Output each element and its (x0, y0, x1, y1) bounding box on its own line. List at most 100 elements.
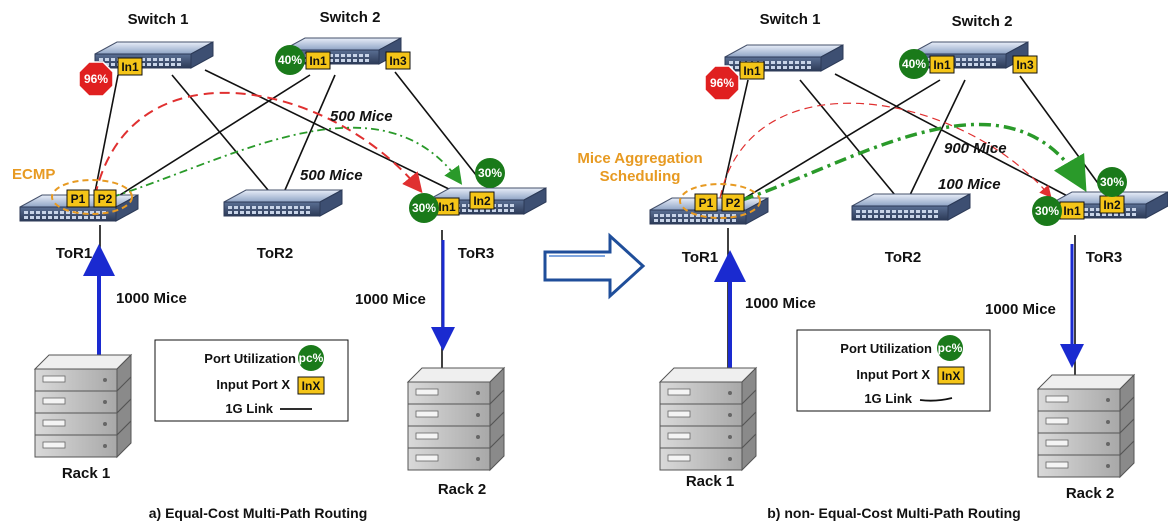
mice-top-label-b: 900 Mice (944, 140, 1007, 157)
diagram-a: ECMP In1 In1 In3 P1 P2 In1 In2 96% 40% 3… (12, 9, 547, 521)
legend-b: Port Utilization pc% Input Port X InX 1G… (796, 329, 991, 412)
rack-1-label-b: Rack 1 (686, 473, 734, 490)
svg-text:In3: In3 (389, 54, 407, 68)
svg-text:30%: 30% (478, 166, 502, 180)
port-tor1-p1: P1 (66, 189, 90, 208)
mice-in-label-b: 1000 Mice (745, 295, 816, 312)
rack-1 (34, 354, 132, 458)
transition-arrow (543, 232, 646, 300)
svg-text:In1: In1 (309, 54, 327, 68)
legend-util-label-b: Port Utilization (840, 341, 932, 356)
svg-text:30%: 30% (1035, 204, 1059, 218)
legend-port-swatch-b (937, 366, 965, 385)
util-s2-badge: 40% (275, 45, 305, 75)
link-s1-tor1 (94, 74, 119, 193)
rack-2-label: Rack 2 (438, 481, 486, 498)
port-tor3-in1: In1 (434, 197, 460, 216)
switch-1-label: Switch 1 (128, 11, 189, 28)
flow-red-a (94, 91, 423, 197)
svg-text:In1: In1 (121, 60, 139, 74)
legend-util-swatch-b (937, 335, 963, 361)
port-tor1-p2-b: P2 (721, 193, 745, 212)
caption-b: b) non- Equal-Cost Multi-Path Routing (767, 505, 1021, 521)
svg-text:96%: 96% (84, 72, 108, 86)
tor3-label: ToR3 (458, 245, 494, 262)
util-tor3-in2-badge: 30% (475, 158, 505, 188)
svg-text:30%: 30% (1100, 175, 1124, 189)
port-tor3-in1-b: In1 (1059, 201, 1085, 220)
legend-link-label-b: 1G Link (864, 391, 912, 406)
svg-text:In2: In2 (1103, 198, 1121, 212)
link-s2-tor1 (119, 74, 311, 196)
mice-in-label: 1000 Mice (116, 290, 187, 307)
link-s1-tor3-b (834, 73, 1076, 201)
svg-text:In1: In1 (933, 58, 951, 72)
tor2-label: ToR2 (257, 245, 293, 262)
svg-text:P1: P1 (699, 196, 714, 210)
rack-1-b (659, 367, 757, 471)
svg-text:InX: InX (942, 369, 961, 383)
legend-link-swatch-b (919, 397, 953, 402)
svg-text:P2: P2 (98, 192, 113, 206)
legend-port-swatch (297, 376, 325, 395)
rack-2 (407, 367, 505, 471)
sched-label-line2: Scheduling (600, 168, 681, 185)
svg-text:40%: 40% (902, 57, 926, 71)
links-b (721, 73, 1101, 388)
switch-2-label: Switch 2 (320, 9, 381, 26)
tor1-label: ToR1 (56, 245, 92, 262)
link-s2-tor2-b (909, 79, 966, 196)
util-s2-badge-b: 40% (899, 49, 929, 79)
diagram-b: Mice Aggregation Scheduling In1 In1 In3 … (577, 11, 1168, 521)
legend-port-label: Input Port X (216, 377, 290, 392)
tor2-label-b: ToR2 (885, 249, 921, 266)
util-tor3-in1-badge: 30% (409, 193, 439, 223)
caption-a: a) Equal-Cost Multi-Path Routing (149, 505, 368, 521)
flow-green-a (111, 126, 463, 198)
tor1-label-b: ToR1 (682, 249, 718, 266)
ecmp-label: ECMP (12, 166, 55, 183)
ecmp-oval (51, 179, 133, 215)
sched-label-line1: Mice Aggregation (577, 150, 702, 167)
port-tor3-in2: In2 (469, 191, 495, 210)
port-s2-in3-b: In3 (1012, 55, 1038, 74)
switch-1-label-b: Switch 1 (760, 11, 821, 28)
link-s2-tor1-b (744, 79, 941, 199)
tor3-label-b: ToR3 (1086, 249, 1122, 266)
sched-oval (679, 183, 761, 219)
port-tor1-p2: P2 (93, 189, 117, 208)
svg-text:P2: P2 (726, 196, 741, 210)
mice-out-label-b: 1000 Mice (985, 301, 1056, 318)
flow-green-b (741, 122, 1087, 202)
legend-util-swatch (298, 345, 324, 371)
port-tor3-in2-b: In2 (1099, 195, 1125, 214)
svg-text:P1: P1 (71, 192, 86, 206)
tor2-switch (223, 189, 343, 217)
svg-text:pc%: pc% (938, 341, 963, 355)
svg-text:In2: In2 (473, 194, 491, 208)
svg-text:In1: In1 (743, 64, 761, 78)
svg-text:30%: 30% (412, 201, 436, 215)
switch-2-label-b: Switch 2 (952, 13, 1013, 30)
port-tor1-p1-b: P1 (694, 193, 718, 212)
mice-mid-label: 500 Mice (300, 167, 363, 184)
port-s2-in3: In3 (385, 51, 411, 70)
legend-a: Port Utilization pc% Input Port X InX 1G… (154, 339, 349, 422)
switch-1 (94, 41, 214, 69)
port-s2-in1-b: In1 (929, 55, 955, 74)
svg-text:In1: In1 (1063, 204, 1081, 218)
util-s1-badge: 96% (78, 61, 114, 97)
flow-red-b (719, 102, 1052, 199)
legend-util-label: Port Utilization (204, 351, 296, 366)
port-s2-in1: In1 (305, 51, 331, 70)
svg-text:96%: 96% (710, 76, 734, 90)
port-s1-in1: In1 (117, 57, 143, 76)
link-s2-tor2 (284, 74, 336, 191)
legend-link-label: 1G Link (225, 401, 273, 416)
link-s1-tor2-b (799, 79, 896, 196)
svg-text:40%: 40% (278, 53, 302, 67)
rack-2-label-b: Rack 2 (1066, 485, 1114, 502)
tor2-switch-b (851, 193, 971, 221)
svg-text:In3: In3 (1016, 58, 1034, 72)
